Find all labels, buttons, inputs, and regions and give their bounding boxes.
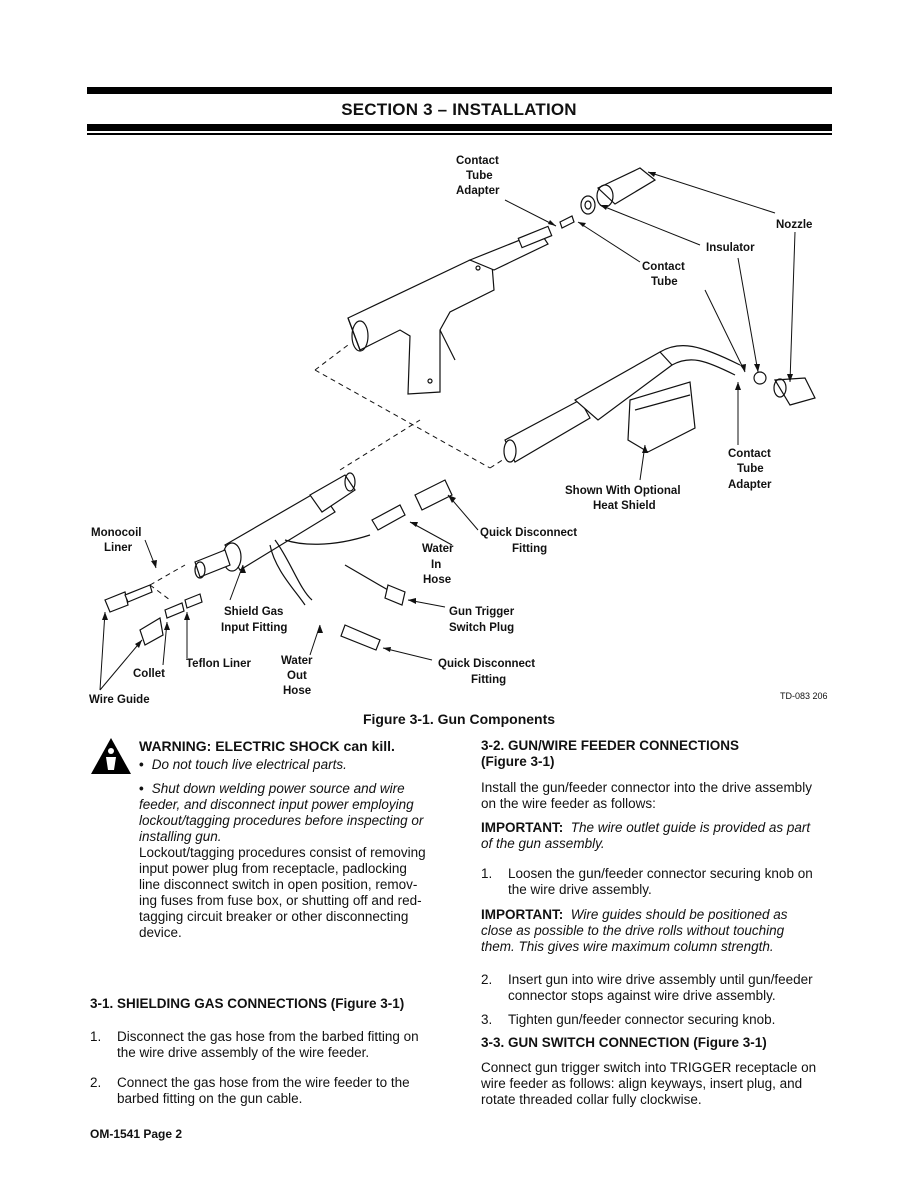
label-contact-tube: Contact Tube bbox=[642, 261, 688, 288]
label-water-out-hose: Water Out Hose bbox=[281, 655, 316, 697]
rear-assembly-drawing bbox=[104, 472, 453, 651]
step-3-1-2: 2. Connect the gas hose from the wire fe… bbox=[90, 1075, 410, 1106]
label-water-in-hose: Water In Hose bbox=[422, 543, 457, 586]
heading-3-3: 3-3. GUN SWITCH CONNECTION (Figure 3-1) bbox=[481, 1035, 767, 1050]
section-title: SECTION 3 – INSTALLATION bbox=[341, 100, 577, 119]
header-rule-bottom bbox=[87, 124, 832, 131]
warning-bullet-1: •Do not touch live electrical parts. bbox=[139, 757, 347, 772]
gun-body-drawing bbox=[347, 225, 553, 395]
gun-components-figure: Contact Tube Adapter Nozzle Insulator Co… bbox=[89, 155, 828, 706]
heading-3-2: 3-2. GUN/WIRE FEEDER CONNECTIONS (Figure… bbox=[481, 738, 740, 769]
label-quick-disconnect-top: Quick Disconnect Fitting bbox=[480, 527, 580, 555]
label-teflon-liner: Teflon Liner bbox=[186, 658, 251, 670]
label-wire-guide: Wire Guide bbox=[89, 694, 150, 706]
intro-3-2: Install the gun/feeder connector into th… bbox=[481, 780, 812, 811]
leader-lines bbox=[99, 171, 796, 691]
page-footer: OM-1541 Page 2 bbox=[90, 1127, 183, 1141]
label-insulator: Insulator bbox=[706, 242, 755, 254]
header-rule-top bbox=[87, 87, 832, 94]
warning-bullet-2: •Shut down welding power source and wire… bbox=[139, 781, 424, 844]
important-note-2: IMPORTANT: Wire guides should be positio… bbox=[481, 907, 788, 954]
warning-title: WARNING: ELECTRIC SHOCK can kill. bbox=[139, 738, 395, 754]
step-3-2-2: 2. Insert gun into wire drive assembly u… bbox=[481, 972, 813, 1003]
label-nozzle: Nozzle bbox=[776, 219, 812, 231]
label-gun-trigger-plug: Gun Trigger Switch Plug bbox=[449, 606, 517, 634]
step-3-1-1: 1. Disconnect the gas hose from the barb… bbox=[90, 1029, 419, 1060]
drawing-id: TD-083 206 bbox=[780, 691, 828, 701]
warning-triangle-icon bbox=[91, 738, 131, 774]
body-3-3: Connect gun trigger switch into TRIGGER … bbox=[481, 1060, 817, 1107]
header-rule-bottom-thin bbox=[87, 133, 832, 135]
warning-body: Lockout/tagging procedures consist of re… bbox=[139, 845, 426, 940]
label-heat-shield: Shown With Optional Heat Shield bbox=[565, 485, 684, 512]
front-end-parts-top bbox=[559, 167, 657, 229]
label-collet: Collet bbox=[133, 668, 165, 680]
gun-with-heat-shield-drawing bbox=[503, 345, 816, 463]
label-monocoil-liner: Monocoil Liner bbox=[91, 527, 145, 554]
label-quick-disconnect-bottom: Quick Disconnect Fitting bbox=[438, 658, 538, 686]
label-shield-gas-input: Shield Gas Input Fitting bbox=[221, 606, 287, 634]
step-3-2-3: 3. Tighten gun/feeder connector securing… bbox=[481, 1012, 776, 1027]
heading-3-1: 3-1. SHIELDING GAS CONNECTIONS (Figure 3… bbox=[90, 996, 405, 1011]
label-contact-tube-adapter-right: Contact Tube Adapter bbox=[728, 448, 774, 491]
important-note-1: IMPORTANT: The wire outlet guide is prov… bbox=[481, 820, 811, 851]
step-3-2-1: 1. Loosen the gun/feeder connector secur… bbox=[481, 866, 813, 897]
figure-caption: Figure 3-1. Gun Components bbox=[362, 711, 556, 727]
label-contact-tube-adapter-top: Contact Tube Adapter bbox=[456, 155, 502, 197]
